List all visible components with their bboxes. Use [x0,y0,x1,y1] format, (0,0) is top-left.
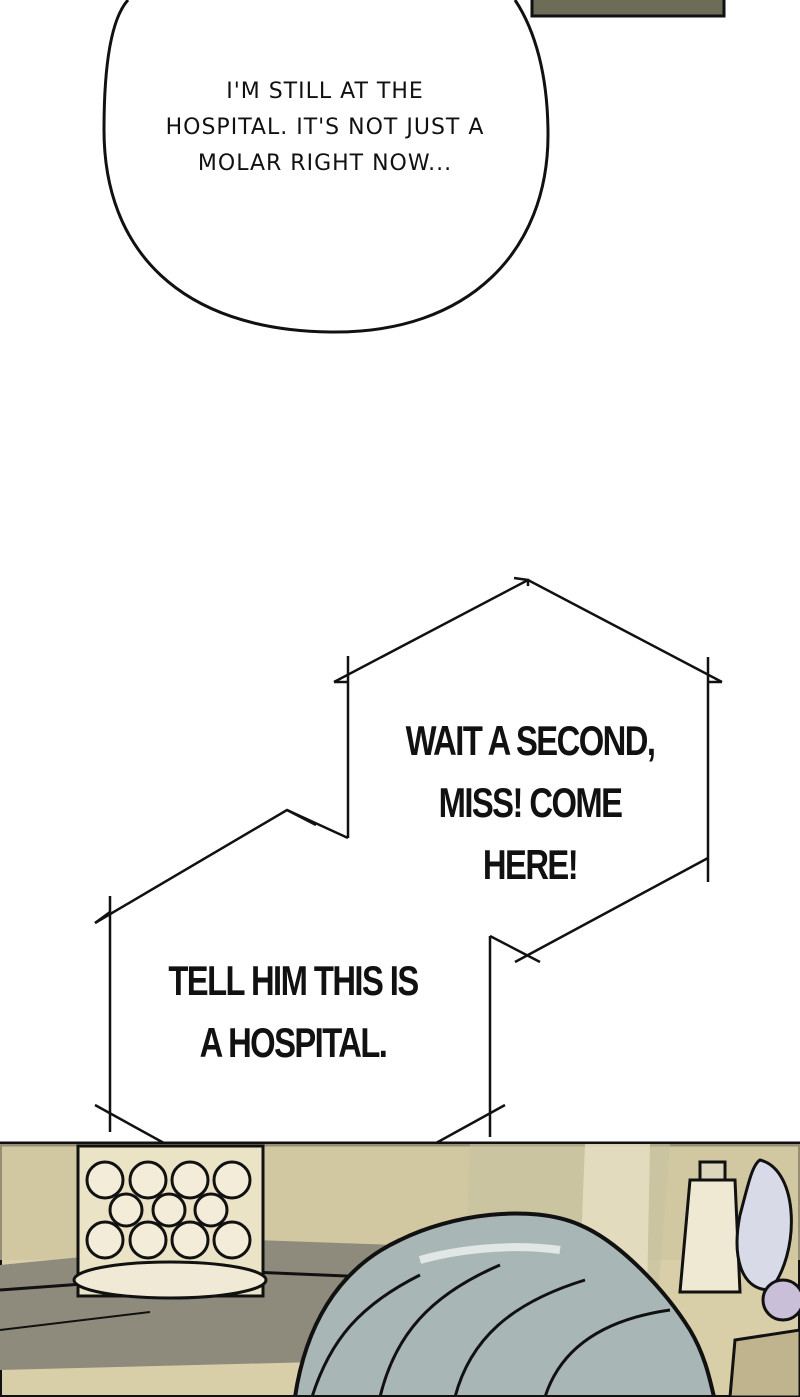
speech-bubble-text: I'M STILL AT THE HOSPITAL. IT'S NOT JUST… [165,79,485,176]
bottom-scene [0,1141,800,1397]
top-panel-corner [530,0,726,18]
speech-bubble [102,0,550,334]
shout-bubble-text-right: WAIT A SECOND, MISS! COME HERE! [405,717,656,888]
desk-items [678,1158,800,1397]
character-hair [292,1211,717,1397]
shout-bubble-lines [94,576,723,1220]
shout-bubble-text-left: TELL HIM THIS IS A HOSPITAL. [168,957,419,1066]
lamp-illustration [72,1144,268,1300]
